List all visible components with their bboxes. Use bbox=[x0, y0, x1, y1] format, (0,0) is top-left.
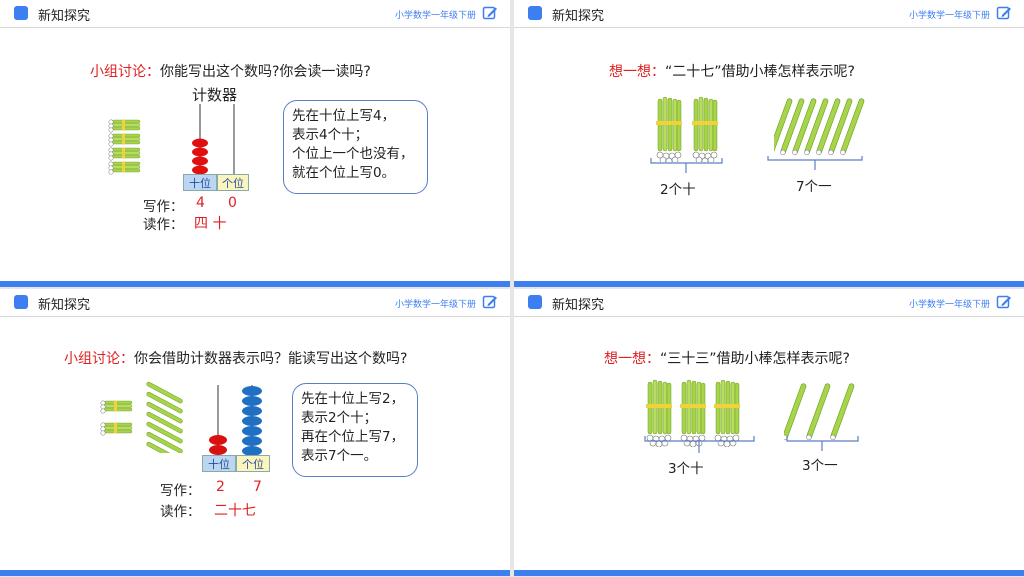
logo-square-icon bbox=[14, 295, 28, 309]
read-label: 读作： bbox=[160, 504, 201, 520]
explanation-bubble: 先在十位上写4， 表示4个十； 个位上一个也没有， 就在个位上写0。 bbox=[283, 100, 428, 194]
ones-caption: 3个一 bbox=[802, 458, 838, 474]
read-value: 四 十 bbox=[194, 216, 227, 232]
bottom-accent-bar bbox=[0, 281, 510, 287]
tens-place-label: 十位 bbox=[183, 174, 217, 191]
bubble-line: 表示2个十； bbox=[301, 410, 378, 426]
slide-header-subtitle: 小学数学一年级下册 bbox=[394, 11, 476, 21]
prompt-label: 小组讨论： bbox=[64, 351, 134, 367]
ones-place-label: 个位 bbox=[217, 174, 249, 191]
bubble-line: 先在十位上写4， bbox=[292, 108, 396, 124]
single-sticks-image bbox=[146, 381, 183, 453]
slide-header-subtitle: 小学数学一年级下册 bbox=[394, 300, 476, 310]
bottom-accent-bar bbox=[514, 281, 1024, 287]
slide-panel-3: 新知探究 小学数学一年级下册 小组讨论：你会借助计数器表示吗？能读写出这个数吗?… bbox=[0, 289, 510, 576]
ones-sticks-image bbox=[784, 383, 855, 441]
slide-header: 新知探究 小学数学一年级下册 bbox=[514, 289, 1024, 317]
prompt-text: “三十三”借助小棒怎样表示呢? bbox=[660, 351, 850, 367]
write-ones-digit: 0 bbox=[228, 195, 237, 211]
write-label: 写作： bbox=[160, 483, 201, 499]
prompt-label: 小组讨论： bbox=[90, 64, 160, 80]
bubble-line: 就在个位上写0。 bbox=[292, 165, 396, 181]
bubble-line: 再在个位上写7， bbox=[301, 429, 405, 445]
explanation-bubble: 先在十位上写2， 表示2个十； 再在个位上写7， 表示7个一。 bbox=[292, 383, 418, 477]
abacus-title: 计数器 bbox=[192, 86, 238, 104]
slide-header-title: 新知探究 bbox=[552, 298, 605, 313]
think-prompt: 想一想：“二十七”借助小棒怎样表示呢? bbox=[609, 61, 855, 81]
bottom-accent-bar bbox=[514, 570, 1024, 576]
slide-header-title: 新知探究 bbox=[552, 9, 605, 24]
grouping-braces bbox=[644, 436, 859, 453]
write-label: 写作： bbox=[143, 199, 184, 215]
write-tens-digit: 2 bbox=[216, 479, 225, 495]
prompt-label: 想一想： bbox=[604, 351, 660, 367]
bubble-line: 个位上一个也没有， bbox=[292, 146, 414, 162]
slide-panel-2: 新知探究 小学数学一年级下册 想一想：“二十七”借助小棒怎样表示呢? 2个十 7… bbox=[514, 0, 1024, 287]
prompt-text: “二十七”借助小棒怎样表示呢? bbox=[665, 64, 855, 80]
prompt-text: 你能写出这个数吗?你会读一读吗? bbox=[160, 64, 371, 80]
abacus-image bbox=[209, 385, 262, 457]
stick-bundles-image bbox=[108, 119, 141, 175]
slide-header-subtitle: 小学数学一年级下册 bbox=[908, 11, 990, 21]
bubble-line: 先在十位上写2， bbox=[301, 391, 405, 407]
stick-bundles-image bbox=[100, 400, 133, 436]
slide-header-title: 新知探究 bbox=[38, 9, 91, 24]
edit-icon[interactable] bbox=[482, 5, 498, 21]
slide-panel-4: 新知探究 小学数学一年级下册 想一想：“三十三”借助小棒怎样表示呢? 3个十 3… bbox=[514, 289, 1024, 576]
logo-square-icon bbox=[14, 6, 28, 20]
think-prompt: 想一想：“三十三”借助小棒怎样表示呢? bbox=[604, 348, 850, 368]
bottom-accent-bar bbox=[0, 570, 510, 576]
ones-place-label: 个位 bbox=[236, 455, 270, 472]
slide-header: 新知探究 小学数学一年级下册 bbox=[0, 0, 510, 28]
ones-caption: 7个一 bbox=[796, 179, 832, 195]
bubble-line: 表示4个十； bbox=[292, 127, 369, 143]
write-ones-digit: 7 bbox=[253, 479, 262, 495]
grouping-braces bbox=[650, 156, 863, 173]
write-tens-digit: 4 bbox=[196, 195, 205, 211]
slide-panel-1: 新知探究 小学数学一年级下册 小组讨论：你能写出这个数吗?你会读一读吗? 计数器… bbox=[0, 0, 510, 287]
slide-header-title: 新知探究 bbox=[38, 298, 91, 313]
edit-icon[interactable] bbox=[996, 5, 1012, 21]
discussion-prompt: 小组讨论：你能写出这个数吗?你会读一读吗? bbox=[90, 61, 371, 81]
tens-caption: 2个十 bbox=[660, 182, 696, 198]
edit-icon[interactable] bbox=[482, 294, 498, 310]
prompt-label: 想一想： bbox=[609, 64, 665, 80]
edit-icon[interactable] bbox=[996, 294, 1012, 310]
tens-bundles-image bbox=[655, 96, 719, 162]
abacus-image bbox=[192, 104, 235, 175]
ones-sticks-image bbox=[774, 97, 865, 156]
tens-caption: 3个十 bbox=[668, 461, 704, 477]
discussion-prompt: 小组讨论：你会借助计数器表示吗？能读写出这个数吗? bbox=[64, 348, 407, 368]
read-label: 读作： bbox=[143, 217, 184, 233]
logo-square-icon bbox=[528, 6, 542, 20]
slide-header: 新知探究 小学数学一年级下册 bbox=[514, 0, 1024, 28]
slide-header: 新知探究 小学数学一年级下册 bbox=[0, 289, 510, 317]
prompt-text: 你会借助计数器表示吗？能读写出这个数吗? bbox=[134, 351, 408, 367]
read-value: 二十七 bbox=[214, 503, 256, 519]
bubble-line: 表示7个一。 bbox=[301, 448, 378, 464]
slide-header-subtitle: 小学数学一年级下册 bbox=[908, 300, 990, 310]
tens-place-label: 十位 bbox=[202, 455, 236, 472]
logo-square-icon bbox=[528, 295, 542, 309]
